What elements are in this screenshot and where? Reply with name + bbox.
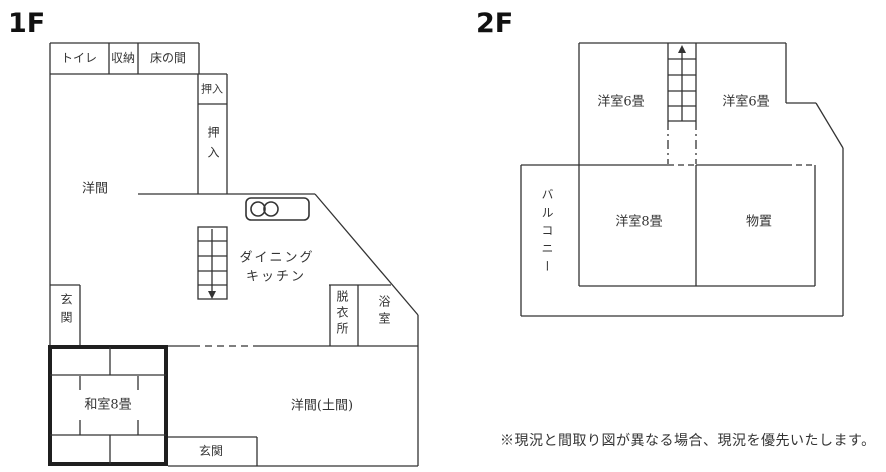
room-label-storage-room: 物置: [745, 214, 773, 230]
stove-burners-icon: [245, 197, 310, 221]
room-label-storage: 収納: [110, 51, 136, 65]
floor2-walls: [520, 42, 844, 317]
room-label-balcony: バルコニー: [540, 188, 554, 278]
room-label-entrance-west: 玄関: [59, 293, 73, 329]
room-label-closet-lower: 押入: [206, 126, 220, 166]
floor1-walls: [49, 42, 419, 467]
staircase-1f: [197, 226, 228, 300]
stairs-down-arrow-icon: [208, 291, 216, 299]
floor2-title: 2F: [476, 8, 514, 39]
room-label-japanese-room: 和室8畳: [84, 397, 132, 413]
room-label-bathroom: 浴室: [377, 295, 391, 329]
room-label-dining: ダイニング: [239, 250, 315, 266]
room-label-western-room6-right: 洋室6畳: [722, 94, 770, 110]
room-label-dressing-room: 脱衣所: [335, 290, 349, 338]
room-label-western-room6-left: 洋室6畳: [597, 94, 645, 110]
disclaimer-note: ※現況と間取り図が異なる場合、現況を優先いたします。: [500, 433, 876, 449]
room-label-western-room-doma: 洋間(土間): [290, 398, 354, 414]
tatami-lines: [50, 347, 166, 464]
room-label-closet-upper: 押入: [201, 82, 223, 96]
room-label-western-room8: 洋室8畳: [615, 214, 663, 230]
room-label-kitchen: キッチン: [245, 269, 307, 285]
stairs-up-arrow-icon: [678, 45, 686, 53]
room-label-toilet: トイレ: [60, 51, 98, 65]
staircase-2f: [667, 43, 697, 164]
japanese-room-outline: [48, 345, 168, 466]
room-label-entrance-south: 玄関: [198, 444, 224, 458]
room-label-tokonoma: 床の間: [149, 51, 187, 65]
floor1-title: 1F: [8, 8, 46, 39]
room-label-western-room: 洋間: [81, 181, 109, 197]
